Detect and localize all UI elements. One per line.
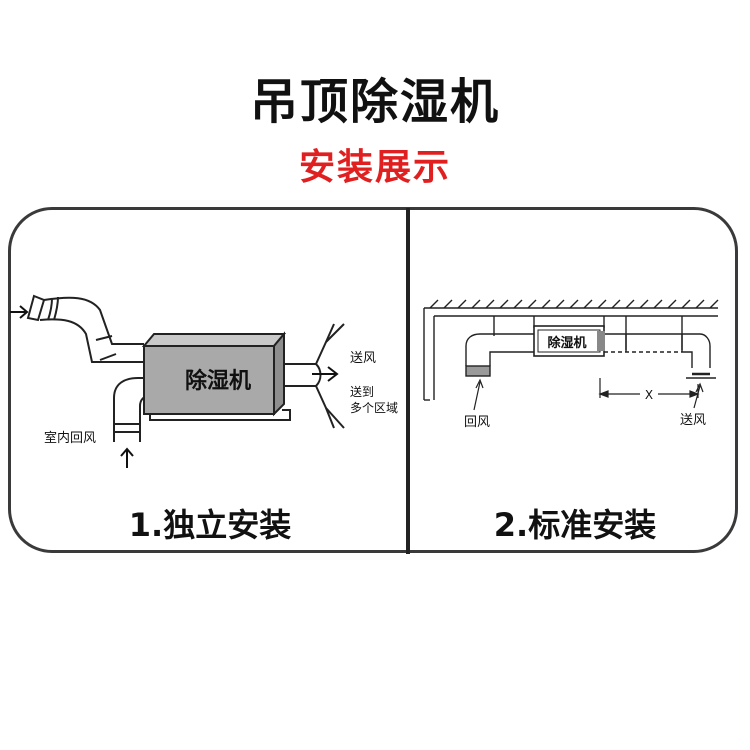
return-duct-2 [465,333,534,377]
inlet-arrow-icon [10,305,29,319]
page-subtitle: 安装展示 [298,147,451,188]
supply-pointer-icon [693,382,704,409]
supply-to-label-2: 多个区域 [350,401,398,415]
caption-standard-install: 2.标准安装 [493,506,657,544]
distance-label: X [645,388,653,402]
indoor-return-label: 室内回风 [44,430,96,446]
dehumidifier-unit-2 [533,325,605,357]
inlet-duct [26,294,144,363]
supply-to-label-1: 送到 [350,384,374,399]
main-duct [604,333,716,379]
return-label-2: 回风 [464,415,490,430]
return-arrow-icon [120,447,134,468]
supply-arrow-icon [312,366,339,382]
return-duct [113,377,149,442]
unit-label: 除湿机 [185,368,251,394]
unit-label-2: 除湿机 [547,335,586,351]
distance-dimension [598,378,700,398]
panels-frame [8,207,738,553]
supply-label-2: 送风 [680,413,706,428]
supply-label: 送风 [350,351,376,366]
caption-independent-install: 1.独立安装 [128,506,292,544]
dehumidifier-unit [141,331,291,421]
return-pointer-icon [473,378,484,411]
ceiling-slab [423,299,719,401]
panel-divider [406,208,410,554]
page-title: 吊顶除湿机 [249,74,500,130]
